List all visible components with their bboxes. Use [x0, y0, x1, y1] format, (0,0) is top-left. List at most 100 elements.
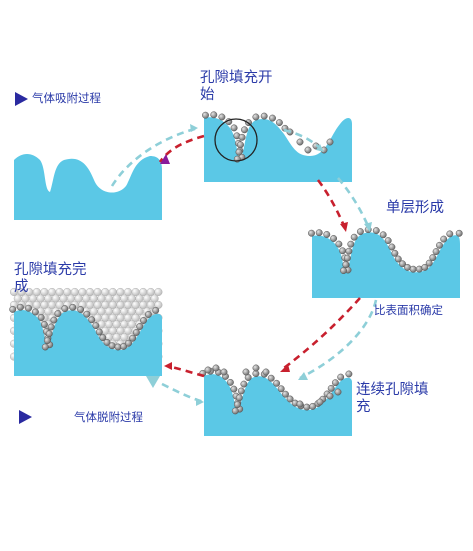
- gas-molecule: [150, 294, 159, 303]
- gas-molecule: [350, 233, 358, 241]
- gas-molecule: [326, 138, 334, 146]
- gas-molecule: [436, 241, 443, 249]
- gas-molecule: [409, 265, 417, 273]
- gas-molecule: [16, 303, 24, 311]
- gas-molecule: [61, 305, 69, 313]
- gas-molecule: [125, 339, 132, 347]
- gas-molecule: [399, 260, 406, 268]
- gas-molecule: [220, 368, 228, 376]
- gas-molecule: [226, 378, 234, 386]
- label-surface-area: 比表面积确定: [374, 303, 443, 317]
- gas-molecule: [108, 342, 116, 350]
- gas-molecule: [269, 114, 276, 122]
- arrow-desorption-2: [316, 179, 348, 232]
- gas-molecule: [132, 329, 140, 336]
- gas-molecule: [425, 259, 433, 267]
- substrate-filling-complete: [9, 287, 163, 376]
- gas-molecule: [432, 248, 440, 256]
- gas-molecule: [69, 303, 77, 311]
- arrow-desorption-1: [158, 134, 205, 164]
- gas-molecule: [152, 306, 160, 314]
- substrate-monolayer: [308, 226, 463, 298]
- gas-molecule: [326, 392, 334, 400]
- gas-molecule: [296, 400, 304, 408]
- gas-molecule: [235, 394, 243, 402]
- label-continuous-filling: 连续孔隙填充: [356, 382, 429, 415]
- magnifier-circle: [214, 118, 258, 162]
- gas-molecule: [273, 379, 281, 387]
- gas-molecule: [241, 126, 248, 134]
- gas-molecule: [277, 385, 285, 393]
- gas-molecule: [237, 387, 245, 395]
- gas-molecule: [282, 390, 289, 398]
- gas-molecule: [37, 314, 45, 321]
- gas-molecule: [237, 141, 244, 149]
- gas-molecule: [230, 124, 238, 132]
- gas-molecule: [275, 119, 283, 127]
- gas-molecule: [43, 337, 51, 345]
- gas-molecule: [267, 374, 275, 382]
- gas-molecule: [372, 227, 380, 235]
- gas-molecule: [379, 231, 387, 239]
- gas-molecule: [404, 263, 411, 271]
- gas-molecule: [144, 311, 152, 318]
- gas-molecule: [384, 237, 392, 245]
- gas-molecule: [77, 306, 85, 313]
- marker-desorption-icon: [19, 410, 32, 424]
- gas-molecule: [129, 334, 137, 342]
- label-monolayer: 单层形成: [386, 200, 444, 216]
- gas-molecule: [345, 247, 353, 255]
- arrow-adsorption-1: [110, 124, 199, 187]
- gas-molecule: [260, 112, 268, 120]
- substrate-filling-start: [202, 111, 352, 182]
- gas-molecule: [31, 308, 39, 316]
- gas-molecule: [429, 254, 437, 262]
- label-filling-start: 孔隙填充开始: [200, 70, 273, 103]
- gas-molecule: [88, 316, 96, 324]
- gas-molecule: [455, 229, 463, 237]
- gas-molecule: [296, 138, 304, 146]
- gas-molecule: [421, 263, 429, 271]
- arrow-adsorption-3: [337, 177, 372, 232]
- gas-molecule: [308, 229, 315, 237]
- gas-molecule: [9, 305, 17, 313]
- gas-molecule: [440, 235, 448, 243]
- gas-molecule: [120, 342, 128, 350]
- gas-molecule: [391, 249, 399, 257]
- gas-molecule: [136, 323, 144, 330]
- gas-molecule: [212, 364, 220, 372]
- gas-molecule: [303, 403, 311, 411]
- gas-molecule: [218, 113, 226, 121]
- arrow-head-teal-small: [146, 376, 160, 388]
- gas-molecule: [41, 343, 49, 351]
- gas-molecule: [154, 287, 163, 297]
- gas-molecule: [45, 330, 53, 338]
- gas-molecule: [309, 402, 317, 410]
- gas-molecule: [25, 304, 32, 312]
- gas-molecule: [95, 328, 103, 336]
- gas-molecule: [233, 401, 241, 409]
- arrow-adsorption-4: [280, 297, 361, 372]
- gas-molecule: [394, 255, 402, 263]
- gas-molecule: [304, 146, 312, 154]
- gas-molecule: [446, 230, 454, 238]
- gas-molecule: [337, 373, 345, 381]
- gas-molecule: [327, 384, 335, 392]
- gas-molecule: [202, 111, 209, 119]
- gas-molecule: [40, 321, 48, 328]
- gas-molecule: [315, 229, 323, 237]
- gas-molecule: [230, 385, 238, 393]
- gas-molecule: [340, 267, 347, 275]
- gas-molecule: [286, 395, 294, 403]
- gas-molecule: [242, 368, 250, 376]
- gas-molecule: [262, 368, 270, 376]
- label-filling-complete: 孔隙填充完成: [14, 262, 87, 295]
- arrow-adsorption-5: [164, 362, 205, 378]
- gas-molecule: [339, 247, 347, 255]
- gas-molecule: [252, 113, 260, 121]
- gas-molecule: [235, 148, 243, 156]
- gas-molecule: [140, 317, 147, 324]
- label-desorption: 气体脱附过程: [74, 410, 143, 424]
- label-adsorption: 气体吸附过程: [32, 91, 101, 105]
